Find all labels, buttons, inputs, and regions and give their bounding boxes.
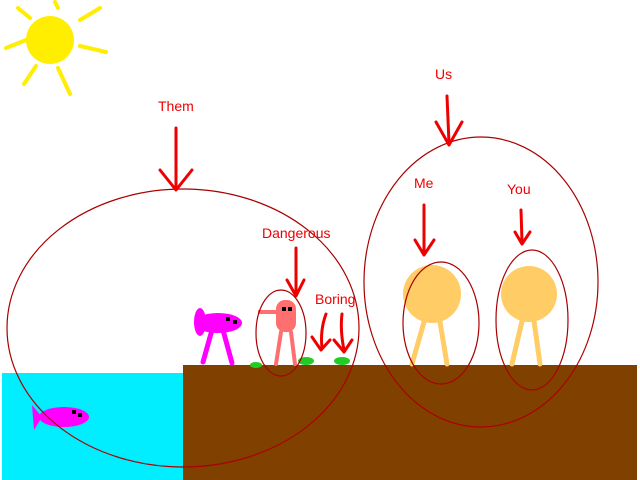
them-arrow-icon: [158, 126, 194, 192]
boring-label: Boring: [315, 291, 355, 307]
us-ellipse: [363, 136, 599, 428]
them-ellipse: [6, 188, 360, 468]
me-label: Me: [414, 175, 434, 191]
you-label: You: [507, 181, 531, 197]
dangerous-ellipse: [255, 289, 307, 377]
fish-in-water: [32, 405, 89, 430]
boring-plants: [250, 357, 350, 368]
me-ellipse: [402, 261, 480, 385]
me-figure: [403, 265, 461, 367]
boring-arrow-1-icon: [310, 312, 332, 352]
boring-arrow-2-icon: [332, 312, 354, 354]
ground: [183, 365, 637, 480]
you-arrow-icon: [513, 208, 532, 246]
dangerous-arrow-icon: [285, 246, 306, 298]
dangerous-label: Dangerous: [262, 225, 331, 241]
me-arrow-icon: [413, 203, 436, 257]
pink-figure: [258, 300, 297, 366]
you-figure: [501, 266, 557, 367]
water: [2, 373, 186, 480]
them-label: Them: [158, 98, 194, 114]
us-arrow-icon: [434, 94, 464, 147]
sun-icon: [4, 0, 108, 96]
us-label: Us: [435, 66, 452, 82]
you-ellipse: [495, 249, 569, 391]
magenta-land-creature: [194, 308, 242, 366]
